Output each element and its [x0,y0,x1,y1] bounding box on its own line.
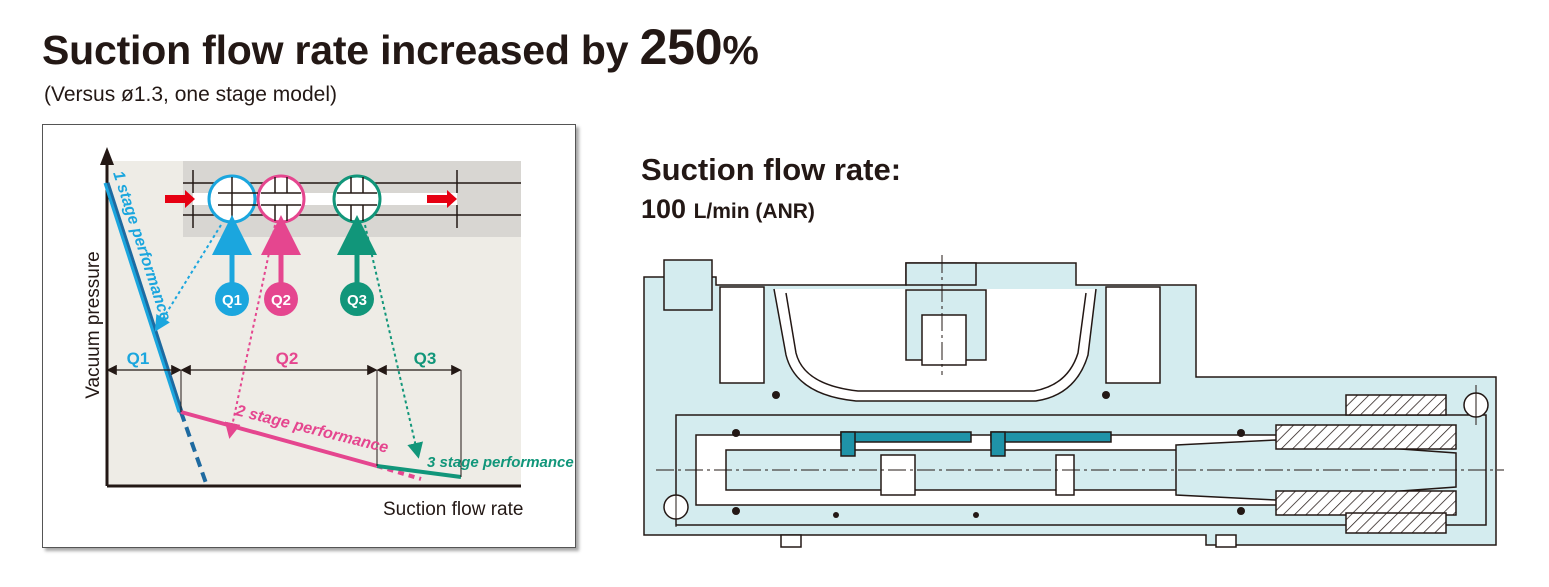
y-axis-arrow-icon [100,147,114,165]
title-prefix: Suction flow rate increased by [42,27,640,73]
q2-nozzle-circle [256,174,306,224]
performance-graph-panel: Vacuum pressure Suction flow rate Q1 Q2 … [42,124,576,548]
q3-pointer [364,224,424,459]
stage3-label: 3 stage performance [427,454,574,471]
inlet-arrow-icon [165,190,195,208]
spec-unit: L/min (ANR) [693,200,815,223]
stage3-line [376,464,462,479]
svg-text:Q1: Q1 [222,292,242,309]
q3-nozzle-circle [332,174,382,224]
page-title: Suction flow rate increased by 250% [42,18,759,76]
x-axis-label: Suction flow rate [383,499,523,520]
q2-badge: Q2 [261,215,301,316]
range-dimensions [106,364,462,477]
y-axis-label: Vacuum pressure [83,251,104,399]
range-q3-label: Q3 [414,349,437,368]
range-q2-label: Q2 [276,349,299,368]
spec-label: Suction flow rate: [641,152,902,187]
ejector-cross-section-drawing [643,255,1504,548]
performance-graph: Vacuum pressure Suction flow rate Q1 Q2 … [83,147,574,520]
q2-pointer [224,224,276,439]
title-suffix: % [722,27,759,73]
stage2-line [180,410,378,468]
page-subtitle: (Versus ø1.3, one stage model) [44,83,337,106]
svg-text:Q2: Q2 [271,292,291,309]
q1-badge: Q1 [212,215,252,316]
ejector-schematic [165,161,521,237]
outlet-arrow-icon [427,190,457,208]
spec-value: 100 [641,194,687,224]
stage1-extension [179,411,209,487]
spec-value-line: 100 L/min (ANR) [641,194,901,225]
range-q1-label: Q1 [127,349,150,368]
q3-badge: Q3 [337,215,377,316]
spec-heading: Suction flow rate: 100 L/min (ANR) [641,152,901,225]
q1-pointer [154,224,222,332]
svg-text:Q3: Q3 [347,292,367,309]
title-value: 250 [639,19,723,75]
